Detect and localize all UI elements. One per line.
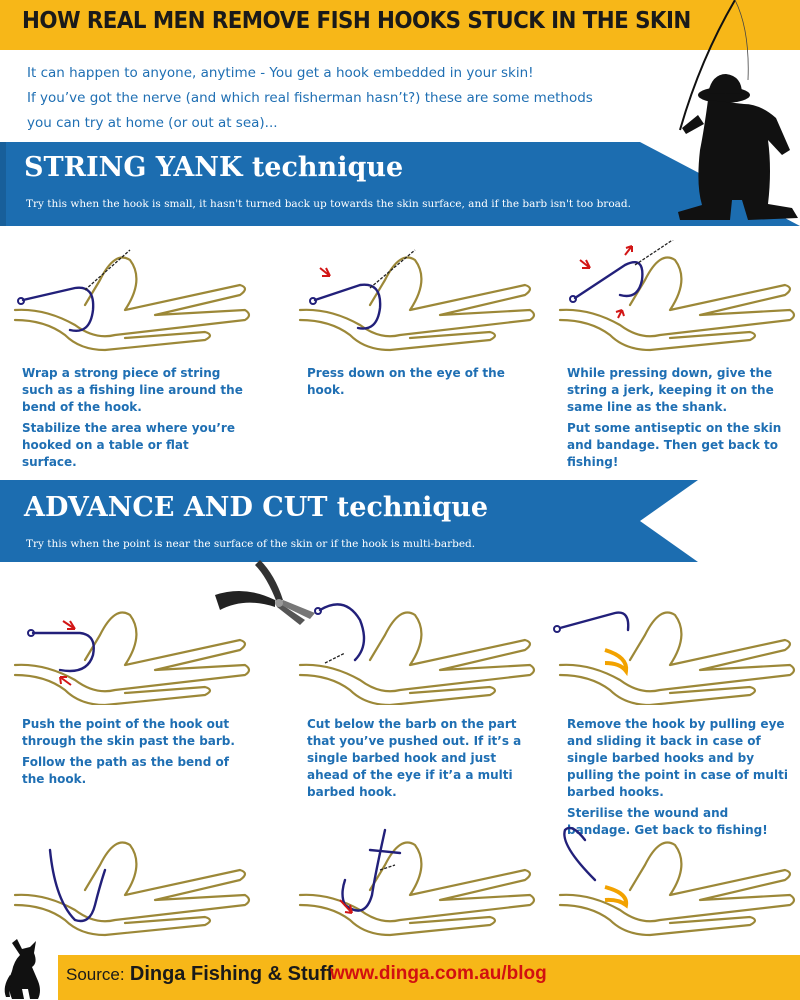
advance-cut-illustration-5 [298,828,536,937]
step-text: Remove the hook by pulling eye and slidi… [567,717,788,799]
step-text: While pressing down, give the string a j… [567,366,774,414]
string-yank-step-2: Press down on the eye of the hook. [307,365,532,403]
fisherman-silhouette-icon [678,0,798,220]
step-text: Sterilise the wound and bandage. Get bac… [567,806,768,837]
page-title: HOW REAL MEN REMOVE FISH HOOKS STUCK IN … [22,8,691,34]
advance-cut-illustration-2 [298,603,536,705]
advance-cut-illustration-4 [13,841,251,937]
step-text: Wrap a strong piece of string such as a … [22,366,243,414]
advance-cut-illustration-6 [558,826,796,937]
advance-cut-subtitle: Try this when the point is near the surf… [26,538,476,550]
string-yank-title: STRING YANK technique [24,152,404,183]
advance-cut-banner [0,480,698,562]
string-yank-subtitle: Try this when the hook is small, it hasn… [26,198,631,210]
advance-cut-title: ADVANCE AND CUT technique [24,492,489,523]
step-text: Follow the path as the bend of the hook. [22,755,229,786]
step-text: Cut below the barb on the part that you’… [307,717,522,799]
footer-url-link[interactable]: www.dinga.com.au/blog [330,963,547,984]
advance-cut-step-3: Remove the hook by pulling eye and slidi… [567,716,792,843]
string-yank-step-3: While pressing down, give the string a j… [567,365,792,475]
dog-silhouette-icon [4,939,40,999]
source-name: Dinga Fishing & Stuff [129,963,334,985]
string-yank-illustration-2 [298,249,536,352]
step-text: Press down on the eye of the hook. [307,366,505,397]
advance-cut-illustration-1 [13,611,251,705]
string-yank-banner [0,142,800,226]
intro-line-3: you can try at home (or out at sea)... [27,115,278,131]
intro-line-1: It can happen to anyone, anytime - You g… [27,65,534,81]
step-text: Stabilize the area where you’re hooked o… [22,421,235,469]
step-text: Push the point of the hook out through t… [22,717,235,748]
footer-bar [58,955,800,1000]
string-yank-step-1: Wrap a strong piece of string such as a … [22,365,247,475]
advance-cut-step-2: Cut below the barb on the part that you’… [307,716,532,805]
string-yank-illustration-3 [558,240,796,352]
pliers-icon [215,560,315,625]
intro-line-2: If you’ve got the nerve (and which real … [27,90,593,106]
string-yank-illustration-1 [13,249,251,352]
step-text: Put some antiseptic on the skin and band… [567,421,782,469]
advance-cut-illustration-3 [553,611,796,705]
title-bar [0,0,800,50]
advance-cut-step-1: Push the point of the hook out through t… [22,716,247,792]
footer-source: Source: Dinga Fishing & Stuff [66,963,333,986]
source-label: Source: [66,965,125,984]
